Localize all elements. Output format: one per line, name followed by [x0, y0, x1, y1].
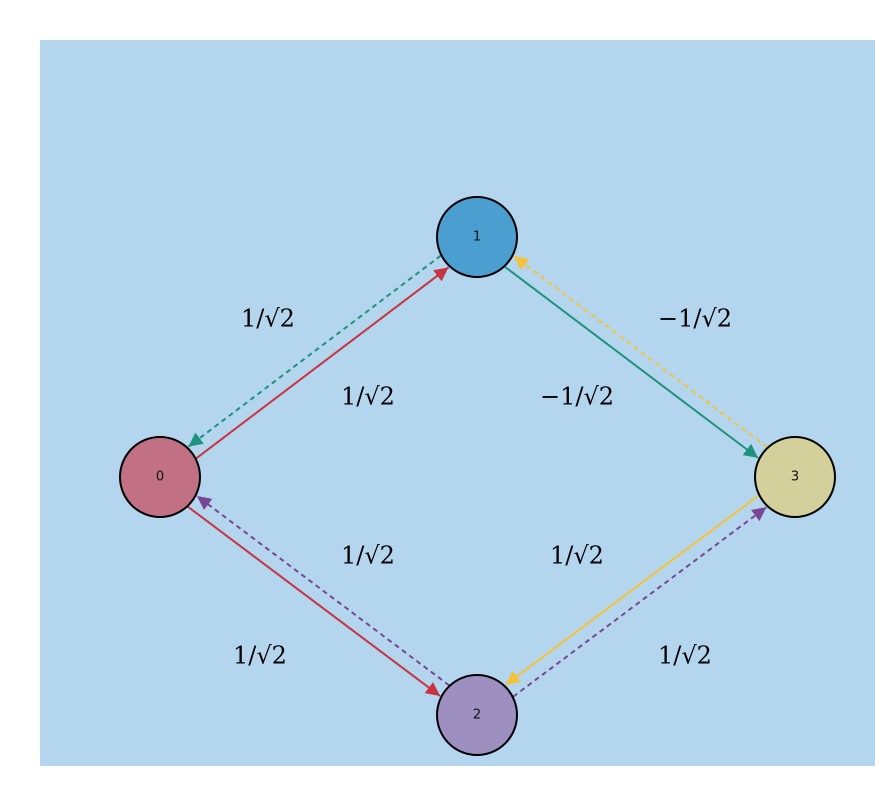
edge-label-0-to-2: 1/√2	[233, 642, 287, 670]
edge-label-3-to-1: −1/√2	[540, 383, 614, 411]
edge-label-0-to-1: 1/√2	[241, 305, 295, 333]
node-label-0: 0	[156, 470, 164, 485]
diagram-background	[40, 40, 875, 766]
edge-2-to-3	[512, 506, 767, 698]
edge-0-to-2	[187, 505, 441, 697]
edge-label-3-to-2: 1/√2	[658, 642, 712, 670]
node-label-3: 3	[791, 470, 799, 485]
nodes-layer: 0 1 2 3	[119, 196, 836, 756]
node-circle-1	[436, 196, 518, 278]
node-0: 0	[119, 436, 201, 518]
node-label-2: 2	[473, 708, 481, 723]
node-circle-3	[754, 436, 836, 518]
edge-3-to-1	[513, 255, 768, 449]
edge-3-to-2	[505, 494, 760, 686]
edge-label-2-to-3: 1/√2	[550, 542, 604, 570]
edge-0-to-1	[195, 266, 450, 460]
edge-2-to-0	[196, 495, 450, 687]
node-circle-0	[119, 436, 201, 518]
edge-1-to-0	[187, 254, 442, 448]
edge-label-2-to-0: 1/√2	[341, 542, 395, 570]
node-1: 1	[436, 196, 518, 278]
node-label-1: 1	[473, 230, 481, 245]
edge-label-1-to-3: −1/√2	[658, 305, 732, 333]
edges-layer	[187, 254, 768, 698]
node-3: 3	[754, 436, 836, 518]
edge-1-to-3	[504, 265, 759, 459]
node-circle-2	[436, 674, 518, 756]
node-2: 2	[436, 674, 518, 756]
edge-label-1-to-0: 1/√2	[341, 383, 395, 411]
edge-labels-layer: 1/√2 1/√2 −1/√2 −1/√2 1/√2 1/√2 1/√2 1/√2	[233, 305, 732, 670]
